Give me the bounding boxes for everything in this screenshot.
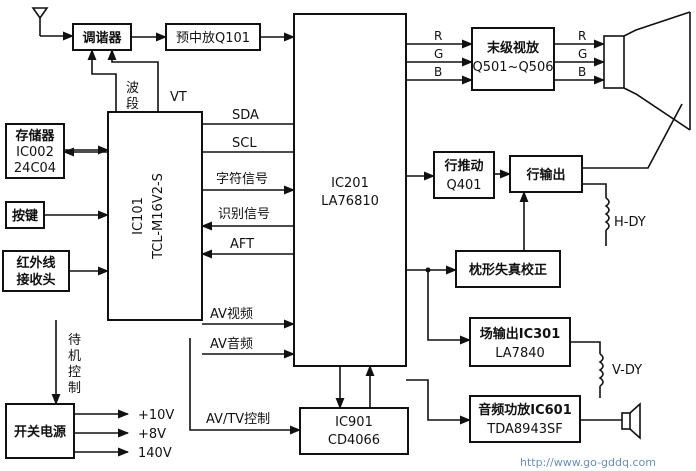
audio-line2: TDA8943SF xyxy=(486,422,562,437)
vdy-top-line xyxy=(570,341,601,354)
crt-picture-tube-icon xyxy=(603,11,691,131)
power-block: 开关电源 xyxy=(5,403,75,459)
ic901-block: IC901 CD4066 xyxy=(299,407,409,455)
standby-2: 机 xyxy=(68,349,81,364)
ir-line1: 红外线 xyxy=(16,255,55,271)
ic201-block: IC201 LA76810 xyxy=(293,13,407,367)
ic101-block: IC101 TCL-M16V2-S xyxy=(107,111,203,321)
keys-block: 按键 xyxy=(5,201,45,229)
ic201-part: LA76810 xyxy=(321,194,379,209)
vdy-label: V-DY xyxy=(612,363,642,378)
band-label-1: 波 xyxy=(126,81,139,96)
v140-label: 140V xyxy=(138,446,172,461)
g-out-label: G xyxy=(578,47,587,61)
g-in-label: G xyxy=(434,47,443,61)
memory-ic: IC002 xyxy=(16,145,54,160)
keys-label: 按键 xyxy=(12,208,38,224)
b-in-label: B xyxy=(434,65,442,79)
ic201-name: IC201 xyxy=(331,176,369,191)
h-drive-line1: 行推动 xyxy=(443,158,483,174)
osd-label: 字符信号 xyxy=(216,171,268,187)
watermark-text: http://www.go-gddq.com xyxy=(520,456,656,469)
speaker-icon xyxy=(621,402,641,440)
b-out-label: B xyxy=(578,65,586,79)
h-drive-line2: Q401 xyxy=(446,178,481,193)
avtv-ctrl-line xyxy=(189,338,302,435)
pincushion-label: 枕形失真校正 xyxy=(469,262,547,278)
ic201-to-vout-line xyxy=(427,270,472,345)
ic201-to-audio-line xyxy=(406,379,472,425)
av-video-label: AV视频 xyxy=(210,307,253,322)
v-output-line2: LA7840 xyxy=(495,346,545,361)
standby-4: 制 xyxy=(68,381,81,396)
final-video-line2: Q501~Q506 xyxy=(473,60,554,75)
band-line xyxy=(87,48,117,112)
hdy-coil-icon xyxy=(604,197,610,231)
ir-line2: 接收头 xyxy=(16,272,55,288)
if-amp-label: 预中放Q101 xyxy=(176,31,250,46)
pincushion-block: 枕形失真校正 xyxy=(455,250,561,288)
vt-label: VT xyxy=(170,90,187,105)
if-amp-block: 预中放Q101 xyxy=(165,23,261,51)
vt-line xyxy=(107,48,159,112)
aft-label: AFT xyxy=(230,237,254,252)
vdy-coil-icon xyxy=(598,353,604,387)
audio-amp-block: 音频功放IC601 TDA8943SF xyxy=(469,395,581,443)
final-video-amp-block: 末级视放 Q501~Q506 xyxy=(471,27,555,91)
r-out-label: R xyxy=(578,29,586,43)
band-label-2: 段 xyxy=(126,97,139,112)
ic101-part: TCL-M16V2-S xyxy=(151,173,166,260)
v10-label: +10V xyxy=(138,408,174,423)
ic901-part: CD4066 xyxy=(328,433,380,448)
scl-label: SCL xyxy=(232,136,257,151)
ir-receiver-block: 红外线 接收头 xyxy=(2,250,70,292)
h-output-block: 行输出 xyxy=(509,155,583,193)
hdy-label: H-DY xyxy=(614,215,646,230)
h-output-label: 行输出 xyxy=(525,167,565,183)
av-audio-label: AV音频 xyxy=(210,336,253,352)
tuner-label: 调谐器 xyxy=(82,30,122,46)
sda-label: SDA xyxy=(232,108,259,123)
v-output-line1: 场输出IC301 xyxy=(480,326,561,342)
r-in-label: R xyxy=(434,29,442,43)
avtv-ctrl-label: AV/TV控制 xyxy=(206,412,270,427)
v8-label: +8V xyxy=(138,427,166,442)
audio-line1: 音频功放IC601 xyxy=(478,402,572,418)
h-drive-block: 行推动 Q401 xyxy=(433,151,495,199)
standby-1: 待 xyxy=(68,333,81,348)
hout-to-crt-line xyxy=(582,103,683,169)
power-label: 开关电源 xyxy=(14,424,66,440)
ident-label: 识别信号 xyxy=(218,207,270,222)
hdy-top-line xyxy=(582,183,607,198)
memory-block: 存储器 IC002 24C04 xyxy=(5,123,65,179)
v-output-block: 场输出IC301 LA7840 xyxy=(469,317,571,367)
ic101-name: IC101 xyxy=(131,197,146,235)
standby-3: 控 xyxy=(68,365,81,380)
tuner-block: 调谐器 xyxy=(72,23,132,51)
ic901-name: IC901 xyxy=(335,415,373,430)
memory-part: 24C04 xyxy=(14,161,56,176)
final-video-line1: 末级视放 xyxy=(486,40,540,56)
memory-title: 存储器 xyxy=(15,128,55,144)
antenna-icon xyxy=(31,7,75,41)
